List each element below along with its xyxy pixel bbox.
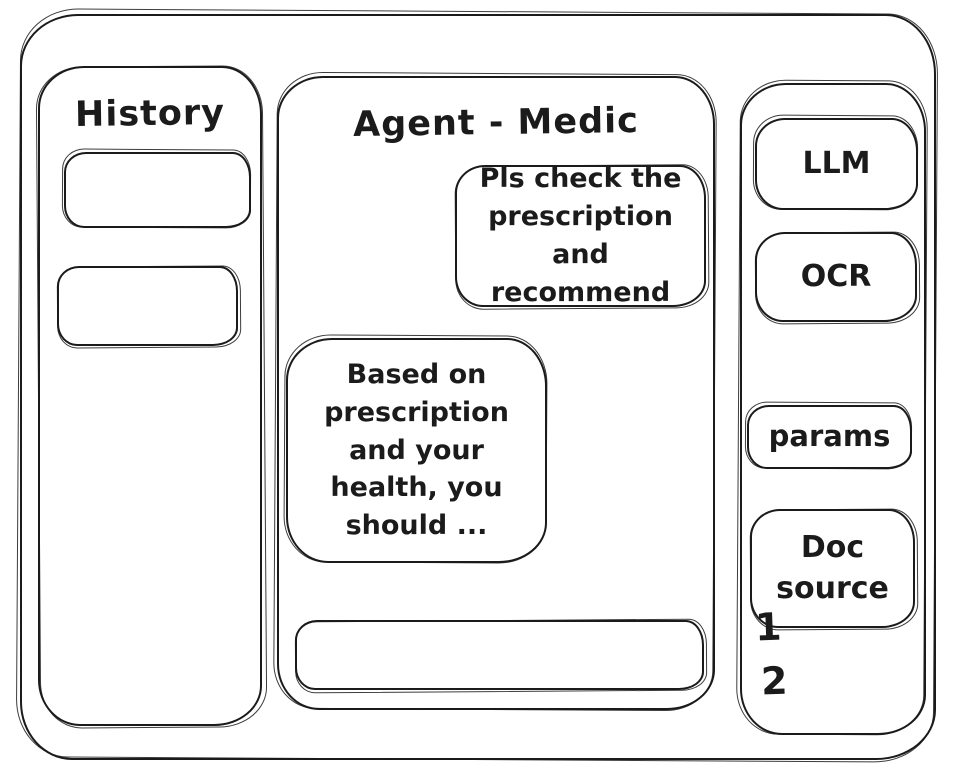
doc-source-button[interactable]: Doc source [750,509,915,628]
history-sidebar: History [38,66,262,726]
params-button[interactable]: params [747,405,912,469]
doc-source-item-2[interactable]: 2 [760,658,789,704]
chat-title: Agent - Medic [352,101,640,145]
tools-sidebar: LLM OCR params Doc source 1 2 [740,83,926,735]
history-item[interactable] [57,266,238,346]
assistant-message-bubble: Based on prescription and your health, y… [286,338,547,563]
ocr-button[interactable]: OCR [755,232,917,322]
message-input[interactable] [295,620,704,690]
chat-panel: Agent - Medic Pls check the prescription… [277,76,715,710]
history-title: History [74,92,226,136]
llm-button[interactable]: LLM [755,118,918,210]
doc-source-item-1[interactable]: 1 [754,604,783,650]
history-item[interactable] [64,152,251,228]
user-message-bubble: Pls check the prescription and recommend [455,163,706,308]
